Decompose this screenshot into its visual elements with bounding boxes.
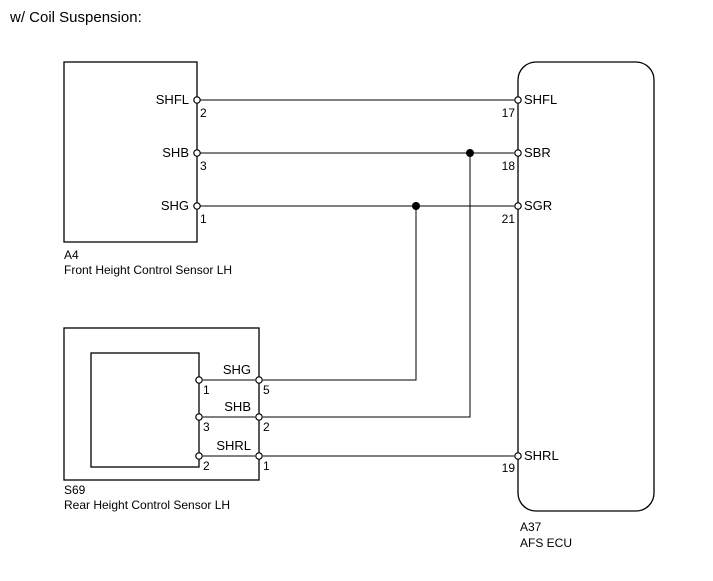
wire-shg-rear: [263, 206, 417, 381]
rear-signal-shg: SHG: [223, 362, 251, 377]
wires: [200, 99, 514, 457]
rear-signal-shb: SHB: [224, 399, 251, 414]
rear-pin-2: 2: [263, 420, 270, 434]
terminal-circles: [193, 96, 522, 460]
rear-sensor-outer-box: [63, 327, 260, 481]
ecu-pin-19: 19: [502, 461, 516, 475]
front-pin-2: 2: [200, 106, 207, 120]
splice-point-shb: [466, 149, 474, 157]
ecu-signal-shrl: SHRL: [524, 448, 559, 463]
ecu-signal-shfl: SHFL: [524, 92, 557, 107]
rear-signal-shrl: SHRL: [216, 438, 251, 453]
ecu-box: [517, 61, 655, 512]
terminal-front-shb: [193, 149, 201, 157]
inner-pin-2: 2: [203, 459, 210, 473]
front-signal-shb: SHB: [162, 145, 189, 160]
terminal-ecu-sgr: [514, 202, 522, 210]
terminal-front-shfl: [193, 96, 201, 104]
front-pin-1: 1: [200, 212, 207, 226]
rear-pin-1: 1: [263, 459, 270, 473]
front-sensor-code: A4: [64, 248, 79, 262]
inner-pin-3: 3: [203, 420, 210, 434]
rear-sensor-name: Rear Height Control Sensor LH: [64, 498, 230, 512]
ecu-name: AFS ECU: [520, 536, 572, 550]
rear-sensor-code: S69: [64, 483, 86, 497]
ecu-pin-17: 17: [502, 106, 516, 120]
rear-sensor-inner-box: [90, 352, 200, 468]
inner-pin-1: 1: [203, 383, 210, 397]
terminal-inner-1: [195, 376, 203, 384]
terminal-ecu-shfl: [514, 96, 522, 104]
front-signal-shg: SHG: [161, 198, 189, 213]
terminal-ecu-shrl: [514, 452, 522, 460]
diagram-heading: w/ Coil Suspension:: [9, 9, 142, 26]
rear-pin-5: 5: [263, 383, 270, 397]
ecu-pin-18: 18: [502, 159, 516, 173]
ecu-signal-sbr: SBR: [524, 145, 551, 160]
wire-shb-rear: [263, 153, 471, 418]
front-signal-shfl: SHFL: [156, 92, 189, 107]
front-sensor-name: Front Height Control Sensor LH: [64, 263, 232, 277]
terminal-front-shg: [193, 202, 201, 210]
terminal-inner-3: [195, 413, 203, 421]
splice-point-shg: [412, 202, 420, 210]
ecu-code: A37: [520, 520, 542, 534]
terminal-rear-shg: [255, 376, 263, 384]
ecu-pin-21: 21: [502, 212, 516, 226]
terminal-rear-shrl: [255, 452, 263, 460]
terminal-ecu-sbr: [514, 149, 522, 157]
front-pin-3: 3: [200, 159, 207, 173]
terminal-inner-2: [195, 452, 203, 460]
ecu-signal-sgr: SGR: [524, 198, 552, 213]
terminal-rear-shb: [255, 413, 263, 421]
